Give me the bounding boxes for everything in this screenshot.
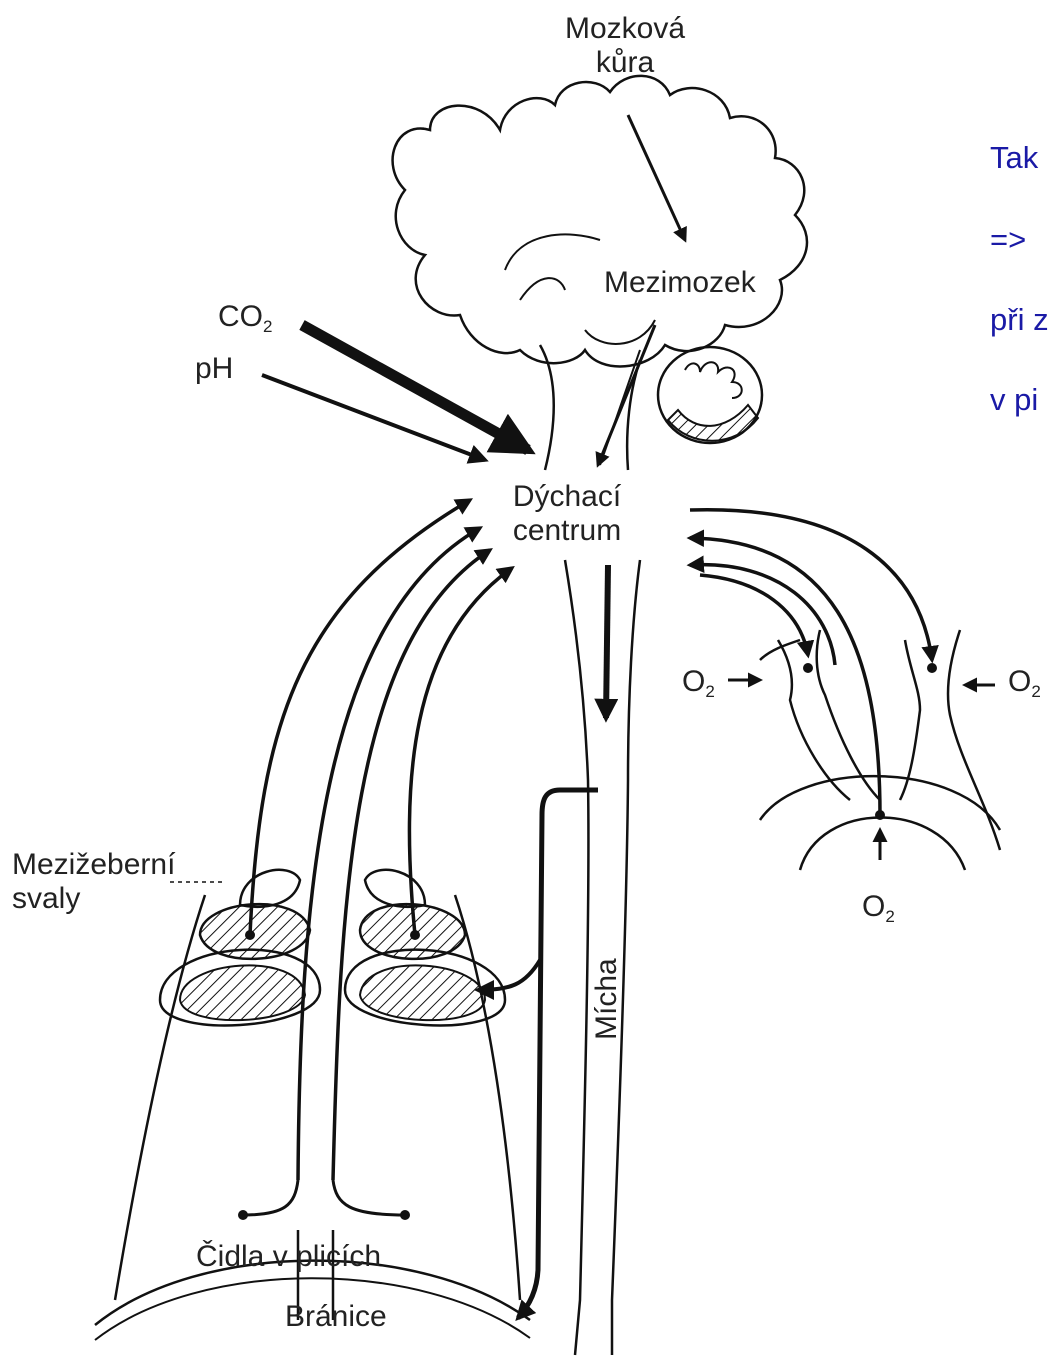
label-o2-main: O: [682, 665, 705, 698]
brain-outline: [393, 76, 807, 367]
label-o2-left: O2: [682, 665, 715, 709]
chest-wall-right: [455, 895, 520, 1300]
spinal-cord: [565, 560, 588, 1355]
cortex-arrow: [628, 115, 685, 240]
label-co2: CO2: [218, 300, 272, 344]
label-cortex-line2: kůra: [540, 46, 710, 80]
label-respiratory-center: Dýchací centrum: [492, 480, 642, 548]
side-text-line4: v pi: [990, 382, 1038, 418]
label-cortex-line1: Mozková: [540, 12, 710, 46]
side-text-line3: při z: [990, 302, 1049, 338]
brain-fold: [520, 278, 565, 300]
side-text-line2: =>: [990, 222, 1026, 258]
intercostal-right-top: [365, 870, 425, 907]
intercostal-left-band2: [180, 965, 305, 1020]
label-o2-sub: 2: [885, 907, 894, 926]
label-o2-right: O2: [1008, 665, 1041, 709]
label-intercostal-line1: Mezižeberní: [12, 848, 175, 882]
lung-sensor-left: [243, 1180, 298, 1215]
label-o2-sub: 2: [705, 682, 714, 701]
descending-arrow: [606, 565, 608, 718]
sensor-dot: [400, 1210, 410, 1220]
chemo-loop-3: [690, 510, 932, 660]
aortic-arch: [800, 818, 965, 871]
sensor-dot: [238, 1210, 248, 1220]
label-co2-sub: 2: [263, 317, 272, 336]
label-center-line1: Dýchací: [492, 480, 642, 514]
afferent-4: [409, 568, 512, 935]
label-o2-main: O: [1008, 665, 1031, 698]
label-intercostal: Mezižeberní svaly: [12, 848, 175, 916]
motor-to-intercostal: [478, 960, 540, 990]
vessel: [900, 640, 920, 800]
label-ph: pH: [195, 352, 233, 386]
label-diaphragm: Bránice: [285, 1300, 387, 1334]
label-center-line2: centrum: [492, 514, 642, 548]
label-o2-bottom: O2: [862, 890, 895, 934]
label-diencephalon: Mezimozek: [604, 266, 756, 300]
label-o2-sub: 2: [1031, 682, 1040, 701]
sensor-dot: [927, 663, 937, 673]
intercostal-right-band2: [360, 965, 485, 1020]
label-o2-main: O: [862, 890, 885, 923]
afferent-2: [298, 528, 480, 1180]
side-text-line1: Tak: [990, 140, 1038, 176]
cerebellum-folds: [685, 362, 742, 398]
chemo-loop-2: [690, 538, 880, 815]
chest-wall-left: [115, 895, 205, 1300]
label-cortex: Mozková kůra: [540, 12, 710, 80]
ph-arrow: [262, 375, 485, 460]
label-co2-main: CO: [218, 300, 263, 333]
sensor-dot: [803, 663, 813, 673]
label-lung-sensors: Čidla v plicích: [196, 1240, 381, 1274]
brain-fold: [585, 320, 655, 344]
label-spinal-cord: Mícha: [590, 958, 624, 1040]
label-intercostal-line2: svaly: [12, 882, 175, 916]
vessel: [778, 640, 850, 800]
lung-sensor-right: [333, 1180, 405, 1215]
intercostal-left-top: [240, 870, 300, 907]
brain-fold: [505, 234, 600, 270]
